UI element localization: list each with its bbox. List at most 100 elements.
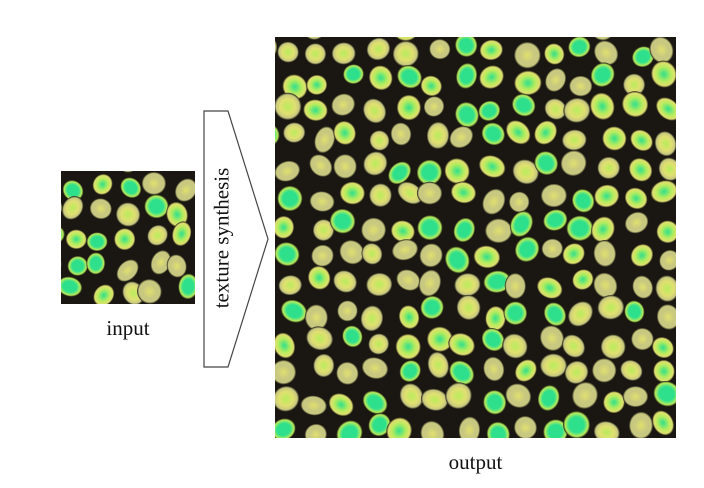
- texture-cell: [564, 360, 589, 385]
- texture-cell: [624, 187, 648, 210]
- texture-cell: [622, 73, 646, 96]
- texture-cell: [366, 272, 393, 297]
- texture-cell: [512, 159, 539, 185]
- output-caption: output: [448, 450, 503, 474]
- texture-cell: [275, 332, 296, 359]
- texture-cell: [630, 129, 653, 152]
- texture-cell: [544, 98, 567, 120]
- texture-cell: [563, 410, 591, 438]
- texture-cell: [363, 151, 388, 176]
- texture-cell: [622, 386, 649, 408]
- texture-cell: [361, 242, 383, 265]
- texture-cell: [120, 177, 142, 199]
- texture-cell: [630, 243, 654, 267]
- texture-cell: [562, 243, 585, 265]
- texture-cell: [429, 38, 451, 60]
- texture-cell: [426, 121, 450, 150]
- texture-cell: [396, 65, 423, 89]
- texture-cell: [420, 388, 449, 411]
- texture-cell: [416, 181, 443, 205]
- texture-cell: [628, 157, 653, 182]
- texture-cell: [275, 92, 302, 121]
- texture-cell: [456, 294, 481, 321]
- texture-cell: [543, 209, 568, 231]
- texture-cell: [650, 180, 676, 204]
- texture-cell: [505, 120, 531, 145]
- texture-cell: [514, 70, 542, 96]
- texture-cell: [455, 62, 478, 89]
- output-texture-svg: [275, 37, 676, 438]
- texture-cell: [275, 242, 300, 267]
- texture-cell: [603, 391, 625, 414]
- texture-cell: [333, 270, 358, 293]
- texture-cell: [369, 130, 390, 151]
- process-arrow: [203, 110, 270, 368]
- texture-cell: [304, 423, 328, 438]
- texture-cell: [137, 278, 162, 304]
- texture-cell: [339, 239, 365, 265]
- texture-cell: [166, 201, 189, 228]
- texture-cell: [620, 359, 643, 381]
- texture-cell: [655, 275, 676, 302]
- texture-cell: [277, 185, 303, 212]
- texture-cell: [594, 184, 620, 208]
- texture-cell: [331, 93, 356, 116]
- texture-cell: [395, 333, 421, 360]
- texture-cell: [514, 236, 540, 263]
- texture-cell: [632, 275, 654, 299]
- texture-cell: [544, 43, 565, 65]
- texture-cell: [448, 332, 476, 357]
- texture-cell: [342, 325, 363, 348]
- texture-cell: [309, 154, 333, 177]
- texture-cell: [482, 188, 506, 215]
- texture-cell: [569, 75, 593, 97]
- texture-cell: [86, 232, 108, 252]
- texture-cell: [543, 419, 568, 438]
- texture-cell: [62, 180, 84, 201]
- texture-cell: [420, 295, 444, 320]
- texture-cell: [427, 351, 450, 379]
- texture-cell: [150, 250, 172, 275]
- texture-cell: [513, 415, 538, 438]
- texture-cell: [314, 126, 336, 154]
- texture-cell: [275, 359, 297, 385]
- texture-cell: [458, 416, 481, 438]
- texture-cell: [93, 284, 115, 304]
- texture-cell: [392, 40, 419, 67]
- texture-cell: [593, 421, 620, 438]
- texture-cell: [656, 220, 676, 244]
- texture-cell: [481, 122, 506, 146]
- texture-cell: [590, 62, 615, 88]
- texture-cell: [649, 37, 674, 64]
- texture-cell: [336, 361, 359, 385]
- texture-cell: [307, 265, 331, 290]
- texture-cell: [399, 383, 424, 410]
- texture-cell: [571, 381, 599, 410]
- texture-cell: [624, 211, 649, 234]
- texture-cell: [444, 246, 470, 274]
- texture-cell: [479, 65, 505, 89]
- texture-cell: [597, 295, 625, 320]
- texture-cell: [621, 91, 649, 118]
- texture-cell: [171, 221, 192, 247]
- texture-cell: [483, 356, 505, 382]
- texture-cell: [600, 334, 626, 360]
- texture-cell: [397, 181, 423, 205]
- texture-cell: [505, 383, 532, 409]
- texture-cell: [624, 300, 645, 323]
- texture-cell: [361, 357, 389, 380]
- texture-cell: [563, 97, 591, 123]
- texture-cell: [311, 244, 334, 267]
- texture-cell: [306, 74, 328, 96]
- texture-cell: [602, 126, 627, 151]
- texture-cell: [478, 100, 501, 122]
- texture-cell: [504, 272, 527, 300]
- texture-cell: [540, 183, 568, 208]
- texture-cell: [312, 219, 335, 242]
- texture-cell: [544, 68, 567, 92]
- texture-cell: [473, 245, 501, 269]
- texture-cell: [659, 249, 676, 271]
- texture-cell: [275, 418, 296, 438]
- texture-cell: [651, 336, 675, 359]
- texture-cell: [513, 41, 541, 69]
